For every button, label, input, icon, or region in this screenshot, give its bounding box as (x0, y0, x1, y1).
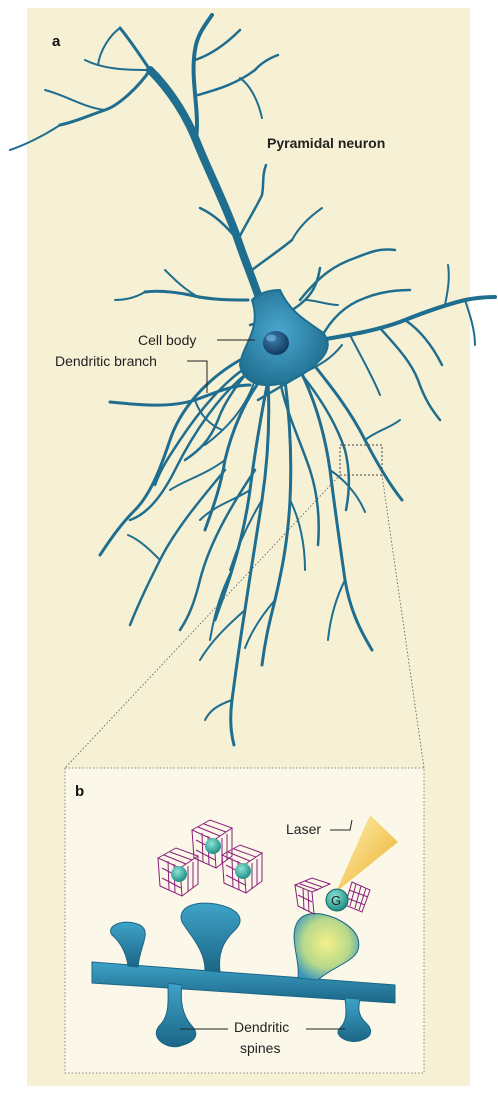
panel-a-letter: a (52, 33, 61, 50)
dendritic-spines-label-line1: Dendritic (234, 1019, 289, 1035)
dendritic-spines-label-line2: spines (240, 1040, 280, 1056)
laser-label: Laser (286, 821, 321, 837)
molecule-ball (171, 866, 187, 882)
cell-body-label: Cell body (138, 332, 196, 348)
panel-b-letter: b (75, 783, 84, 800)
molecule-ball (235, 863, 251, 879)
released-molecule-glyph: G (331, 893, 341, 908)
molecule-ball (205, 838, 221, 854)
nucleus (263, 331, 289, 355)
neuron-title: Pyramidal neuron (267, 135, 385, 151)
dendritic-branch-label: Dendritic branch (55, 353, 157, 369)
nucleus-highlight (266, 335, 276, 342)
